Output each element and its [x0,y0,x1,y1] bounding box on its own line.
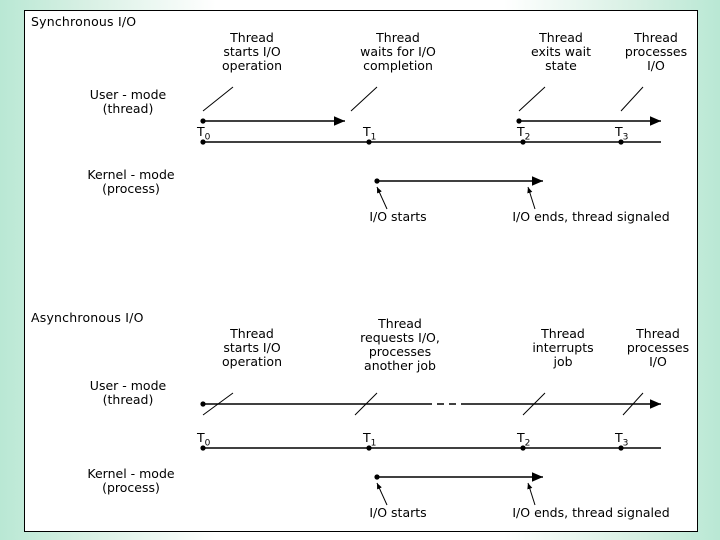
async-annotation-4: Thread processes I/O [626,326,690,369]
async-annotation-1: Thread starts I/O operation [221,326,283,369]
async-time-sub-1: 1 [370,438,377,449]
sync-annotation-1: Thread starts I/O operation [221,30,283,73]
async-time-sub-3: 3 [622,438,629,449]
async-time-mark-0: T0 [197,431,210,449]
sync-time-sub-1: 1 [370,132,377,143]
sync-time-letter-3: T [615,124,623,139]
section-title-asynchronous: Asynchronous I/O [31,310,144,325]
sync-time-sub-3: 3 [622,132,629,143]
sync-time-sub-2: 2 [524,132,531,143]
sync-time-letter-2: T [517,124,525,139]
async-kernel-note-1: I/O starts [369,505,427,520]
sync-user-mode-label: User - mode (thread) [89,87,167,116]
async-time-letter-1: T [363,430,371,445]
sync-time-mark-3: T3 [615,125,628,143]
async-annotation-3: Thread interrupts job [532,326,594,369]
async-user-mode-label: User - mode (thread) [89,378,167,407]
async-annotation-2: Thread requests I/O, processes another j… [360,316,440,373]
async-time-mark-2: T2 [517,431,530,449]
sync-annotation-2: Thread waits for I/O completion [360,30,436,73]
async-time-mark-1: T1 [363,431,376,449]
async-time-letter-2: T [517,430,525,445]
sync-time-mark-1: T1 [363,125,376,143]
sync-time-mark-0: T0 [197,125,210,143]
sync-annotation-3: Thread exits wait state [531,30,591,73]
sync-time-letter-0: T [197,124,205,139]
sync-kernel-mode-label: Kernel - mode (process) [87,167,175,196]
async-time-letter-3: T [615,430,623,445]
async-time-mark-3: T3 [615,431,628,449]
async-time-sub-0: 0 [204,438,211,449]
sync-kernel-note-1: I/O starts [369,209,427,224]
async-time-sub-2: 2 [524,438,531,449]
sync-time-letter-1: T [363,124,371,139]
async-kernel-mode-label: Kernel - mode (process) [87,466,175,495]
slide-canvas: Synchronous I/O Thread starts I/O operat… [24,10,698,532]
sync-time-sub-0: 0 [204,132,211,143]
sync-annotation-4: Thread processes I/O [624,30,688,73]
sync-kernel-note-2: I/O ends, thread signaled [512,209,670,224]
sync-time-mark-2: T2 [517,125,530,143]
section-title-synchronous: Synchronous I/O [31,14,137,29]
async-kernel-note-2: I/O ends, thread signaled [512,505,670,520]
diagram-lines [200,86,661,506]
async-time-letter-0: T [197,430,205,445]
